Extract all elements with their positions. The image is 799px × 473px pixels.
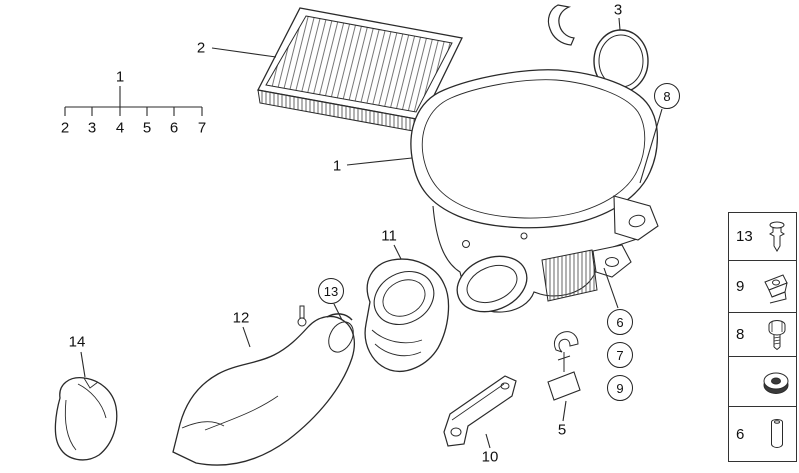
cable-holder-drawing [547, 331, 581, 401]
hierarchy-tree-lines [64, 86, 203, 116]
intake-duct-drawing [172, 305, 355, 466]
legend-number: 8 [736, 326, 745, 343]
callout-bracket: 10 [481, 448, 499, 466]
legend-row: 6 [729, 407, 796, 461]
sleeve-icon [771, 419, 783, 449]
circle-callout-13: 13 [318, 278, 344, 304]
air-filter-drawing [257, 7, 463, 134]
callout-tree-4: 4 [115, 119, 125, 137]
rivet-icon [769, 221, 785, 252]
legend-number: 9 [736, 278, 745, 295]
callout-boot: 11 [381, 227, 397, 245]
circle-callout-9: 9 [607, 375, 633, 401]
callout-housing: 1 [332, 157, 342, 175]
callout-tree-2: 2 [60, 119, 70, 137]
callout-cover: 14 [68, 333, 86, 351]
legend-row: 9 [729, 261, 796, 313]
callout-tree-5: 5 [142, 119, 152, 137]
bracket-drawing [443, 375, 517, 447]
legend-row: 13 [729, 213, 796, 261]
circle-callout-7: 7 [607, 342, 633, 368]
intake-boot-drawing [364, 258, 450, 372]
callout-duct: 12 [232, 309, 250, 327]
retaining-clip-drawing [547, 4, 575, 46]
legend-row: 8 [729, 313, 796, 357]
circle-callout-6: 6 [607, 309, 633, 335]
fastener-legend: 13 9 8 [728, 212, 797, 462]
legend-row [729, 357, 796, 407]
callout-filter: 2 [196, 39, 206, 57]
cover-drawing [54, 377, 118, 461]
hex-bolt-icon [768, 319, 786, 350]
callout-holder: 5 [557, 421, 567, 439]
callout-tree-root: 1 [115, 68, 125, 86]
callout-tree-3: 3 [87, 119, 97, 137]
filter-housing-drawing [410, 69, 659, 313]
grommet-icon [763, 372, 789, 394]
speed-nut-icon [764, 273, 788, 303]
callout-seal: 3 [613, 1, 623, 19]
circle-callout-8: 8 [654, 83, 680, 109]
legend-number: 13 [736, 228, 753, 245]
callout-tree-6: 6 [169, 119, 179, 137]
callout-tree-7: 7 [197, 119, 207, 137]
leader-lines [80, 17, 663, 449]
legend-number: 6 [736, 425, 745, 443]
